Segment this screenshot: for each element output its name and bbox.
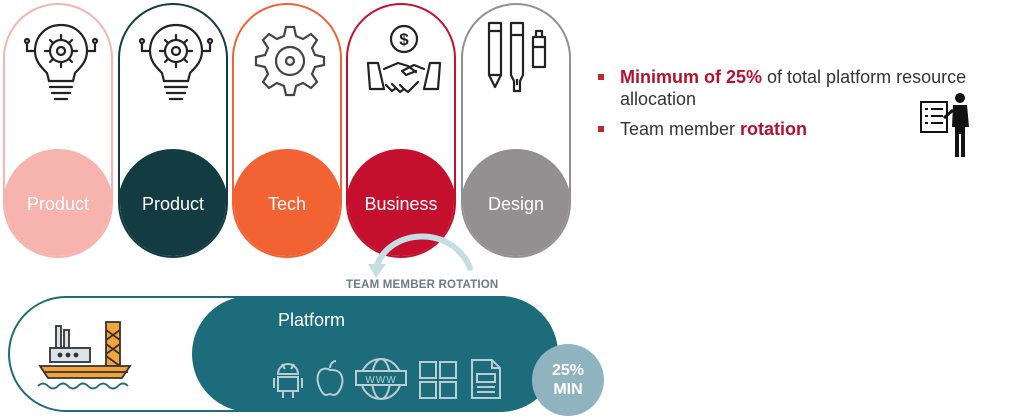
ship-platform-icon (37, 321, 132, 390)
android-icon (273, 363, 303, 398)
svg-text:$: $ (399, 30, 409, 49)
bullet-item: Team member rotation (596, 118, 1016, 140)
minimum-label: MIN (553, 381, 583, 398)
document-icon (471, 359, 501, 399)
svg-text:WWW: WWW (365, 375, 396, 386)
bullet-highlight: rotation (740, 119, 808, 139)
team-label-disc: Tech (234, 149, 340, 256)
team-label-disc: Design (463, 149, 569, 256)
lightbulb-gear-icon (23, 23, 99, 101)
rotation-arrow-down (373, 233, 473, 271)
team-label-disc: Product (120, 149, 226, 256)
team-pill-product-1: Product (3, 3, 113, 258)
bullet-marker (598, 74, 604, 80)
minimum-percent: 25% (551, 362, 585, 379)
team-pill-tech: Tech (232, 3, 342, 258)
bullet-item: Minimum of 25% of total platform resourc… (596, 66, 1016, 110)
team-label-disc: Product (5, 149, 111, 256)
bullet-text: of total platform resource allocation (620, 67, 967, 109)
team-pill-business: $ Business (346, 3, 456, 258)
team-label: Business (364, 193, 438, 214)
team-label: Design (487, 193, 545, 214)
team-pill-design: Design (461, 3, 571, 258)
team-member-rotation-label: TEAM MEMBER ROTATION (346, 279, 499, 291)
minimum-badge: 25% MIN (532, 344, 604, 416)
windows-icon (419, 361, 457, 399)
presenter-checklist-icon (920, 93, 969, 157)
bullet-highlight: Minimum of 25% (620, 67, 763, 87)
team-label: Tech (267, 193, 307, 214)
web-icon: WWW (355, 358, 407, 400)
team-label: Product (141, 193, 205, 214)
team-pill-product-2: Product (118, 3, 228, 258)
pencil-pen-icon (487, 21, 547, 93)
team-label: Product (26, 193, 90, 214)
apple-icon (316, 360, 344, 397)
bullet-list: Minimum of 25% of total platform resourc… (596, 66, 1016, 148)
handshake-dollar-icon: $ (366, 24, 442, 94)
platform-label: Platform (278, 310, 346, 330)
lightbulb-gear-icon (138, 23, 214, 101)
gear-icon (254, 25, 326, 97)
bullet-marker (598, 126, 604, 132)
bullet-text: Team member (620, 119, 741, 139)
